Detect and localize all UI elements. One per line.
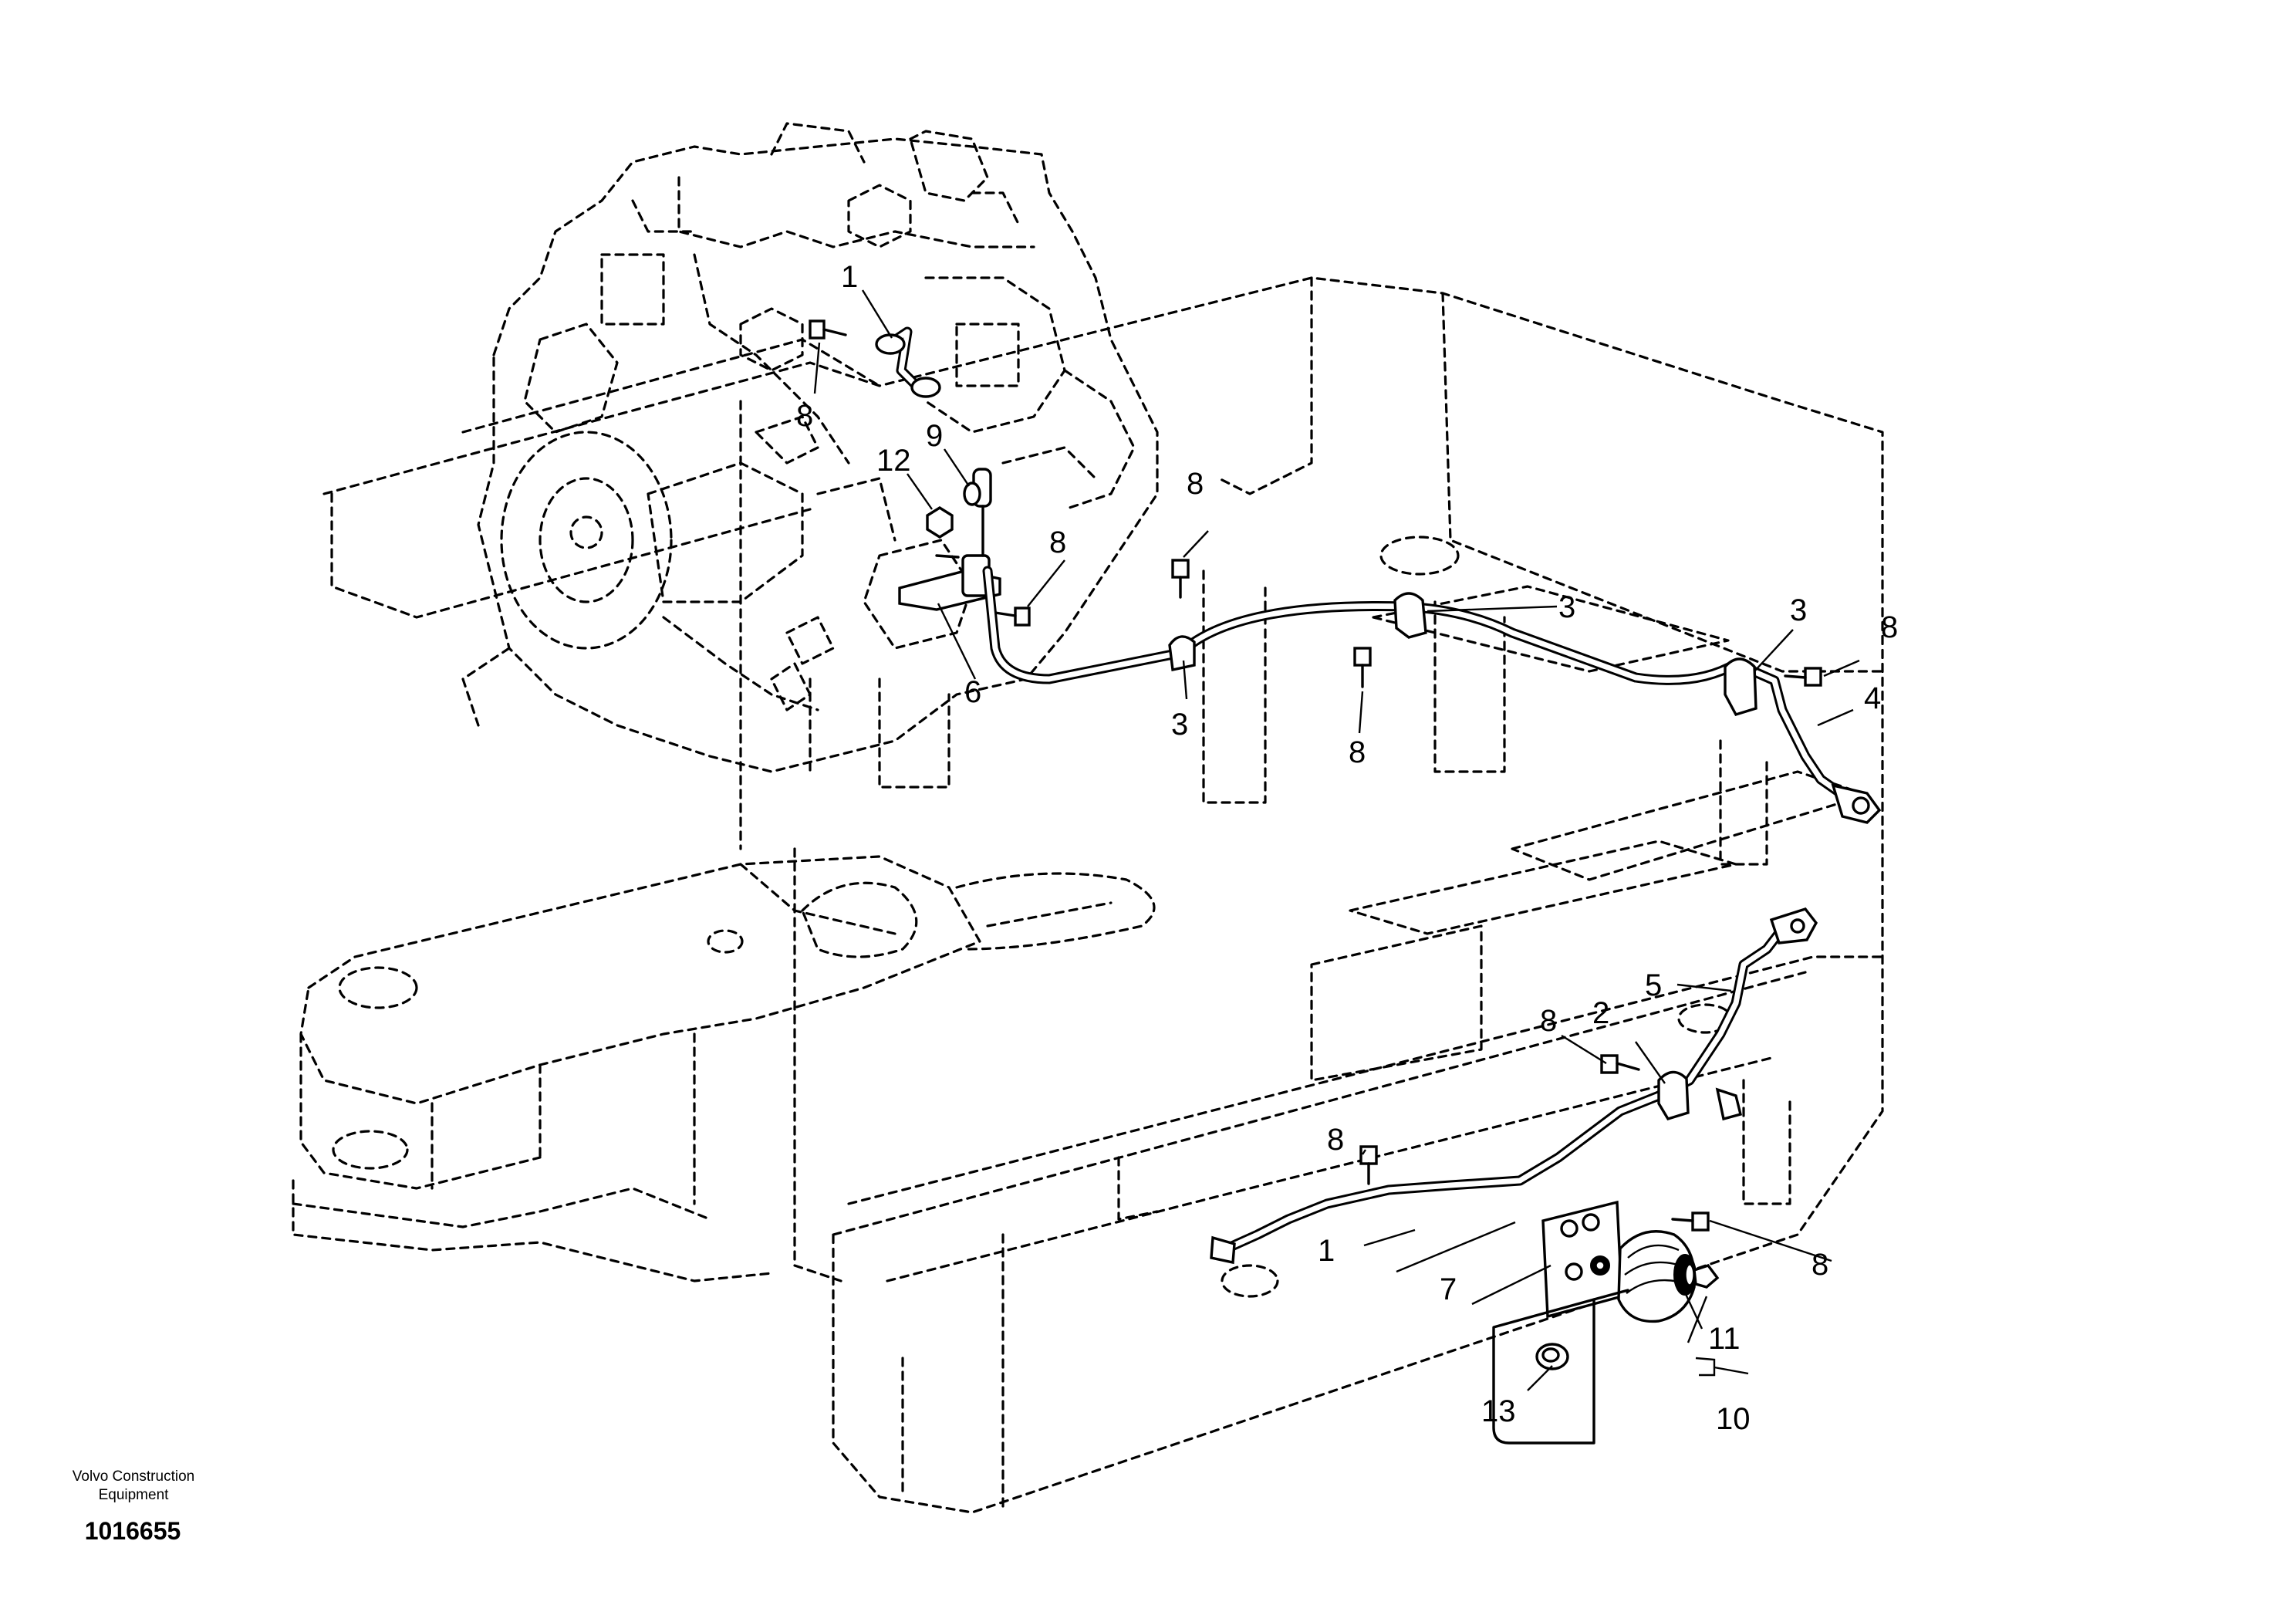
- switch-mounting-plate: [1541, 1200, 1623, 1319]
- bolt-icon: [1600, 1054, 1640, 1074]
- leader-lines: [813, 289, 1860, 1391]
- callout-10: 10: [1716, 1402, 1751, 1436]
- callout-1-bottom: 1: [1318, 1234, 1335, 1268]
- callout-8-e: 8: [1881, 610, 1898, 644]
- callout-9: 9: [926, 419, 943, 453]
- cap-icon: [1535, 1343, 1569, 1370]
- cable-clip: [1393, 592, 1427, 639]
- callout-5: 5: [1645, 968, 1662, 1002]
- cable-clamp: [1715, 1087, 1743, 1121]
- callout-11: 11: [1708, 1322, 1741, 1356]
- bolt-icon: [809, 319, 847, 340]
- base-frame-outline: [322, 276, 1884, 1514]
- bolt-icon: [935, 554, 960, 559]
- callout-8-g: 8: [1327, 1123, 1344, 1157]
- battery-lug: [972, 468, 992, 557]
- cable-clamp: [1657, 1070, 1690, 1121]
- callout-3-c: 3: [1790, 593, 1807, 627]
- callout-12: 12: [876, 444, 911, 478]
- cable-clip: [1168, 635, 1196, 672]
- callout-2: 2: [1592, 996, 1609, 1030]
- nut-icon: [926, 505, 954, 539]
- switch-key-icon: [1693, 1263, 1720, 1289]
- callout-8-b: 8: [1049, 525, 1066, 559]
- callout-8-f: 8: [1540, 1004, 1557, 1038]
- bolt-icon: [994, 607, 1031, 627]
- callout-13: 13: [1481, 1394, 1516, 1428]
- boom-swing-bracket-outline: [292, 855, 1156, 1282]
- bolt-icon: [1784, 667, 1822, 687]
- battery-disconnect-switch: [1617, 1230, 1697, 1323]
- cable-clip: [1724, 657, 1757, 717]
- callout-8-a: 8: [796, 399, 813, 433]
- bolt-icon: [1171, 559, 1190, 599]
- callout-8-c: 8: [1187, 467, 1204, 501]
- callout-6: 6: [964, 675, 981, 709]
- callout-8-h: 8: [1811, 1248, 1828, 1282]
- drawing-number: 1016655: [84, 1517, 181, 1545]
- engine-ground-strap: [875, 326, 941, 398]
- battery-cable-secondary: [1210, 907, 1818, 1265]
- callout-labels: 1 8 9 12 8 6 8 3 3 8 3 8 4 5 8 2 8 1 7 8…: [796, 260, 1898, 1436]
- engine-outline: [461, 122, 1159, 789]
- callout-7: 7: [1440, 1272, 1457, 1306]
- callout-4: 4: [1864, 681, 1881, 715]
- company-caption: Volvo Construction Equipment: [72, 1468, 195, 1503]
- cable-bracket: [898, 554, 1001, 611]
- bolt-icon: [1353, 647, 1372, 688]
- bolt-icon: [1671, 1211, 1710, 1232]
- callout-3-a: 3: [1558, 590, 1575, 624]
- callout-8-d: 8: [1349, 735, 1366, 769]
- callout-1-top: 1: [841, 260, 858, 294]
- callout-3-b: 3: [1171, 708, 1188, 742]
- detail-inset-frame: [1492, 1289, 1629, 1445]
- washer-icon: [963, 482, 981, 506]
